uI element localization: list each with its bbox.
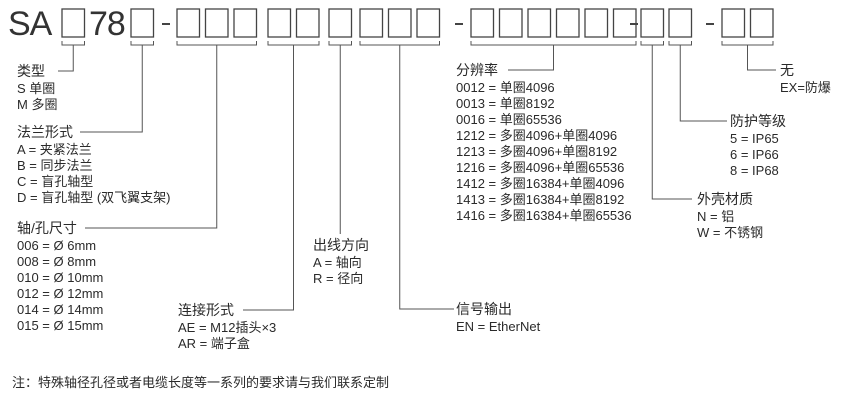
- flange-option: D = 盲孔轴型 (双飞翼支架): [17, 190, 171, 205]
- connection-title: 连接形式: [178, 302, 234, 318]
- shaft-option: 014 = Ø 14mm: [17, 302, 104, 317]
- explosion-title: 无: [780, 62, 794, 78]
- protection-option: 8 = IP68: [730, 163, 779, 178]
- code-placeholder-box: [584, 8, 609, 38]
- explosion-group: 无 EX=防爆: [780, 61, 831, 96]
- code-placeholder-box: [359, 8, 384, 38]
- resolution-option: 1413 = 多圈16384+单圈8192: [456, 192, 625, 207]
- code-segment-bracket: [668, 41, 692, 46]
- code-placeholder-box: [555, 8, 580, 38]
- code-placeholder-box: [640, 8, 665, 38]
- protection-option: 6 = IP66: [730, 147, 779, 162]
- shaft-option: 012 = Ø 12mm: [17, 286, 104, 301]
- code-segment-bracket: [267, 41, 320, 46]
- leader-line: [679, 45, 727, 122]
- flange-group: 法兰形式 A = 夹紧法兰 B = 同步法兰 C = 盲孔轴型 D = 盲孔轴型…: [17, 123, 170, 206]
- protection-option: 5 = IP65: [730, 131, 779, 146]
- code-segment-bracket: [130, 41, 154, 46]
- leader-line: [508, 45, 554, 71]
- connection-option: AE = M12插头×3: [178, 320, 277, 335]
- protection-title: 防护等级: [730, 113, 786, 129]
- code-placeholder-box: [61, 8, 86, 38]
- leader-line: [58, 45, 74, 72]
- code-prefix: SA: [8, 5, 52, 43]
- code-placeholder-box: [130, 8, 155, 38]
- type-group: 类型 S 单圈 M 多圈: [17, 62, 57, 113]
- resolution-option: 1213 = 多圈4096+单圈8192: [456, 144, 618, 159]
- code-placeholder-box: [721, 8, 746, 38]
- resolution-option: 0012 = 单圈4096: [456, 80, 555, 95]
- signal-title: 信号输出: [456, 301, 512, 317]
- outlet-group: 出线方向 A = 轴向 R = 径向: [313, 236, 369, 287]
- code-segment-bracket: [61, 41, 85, 46]
- flange-title: 法兰形式: [17, 124, 73, 140]
- leader-line: [243, 45, 294, 311]
- leader-line: [399, 45, 454, 310]
- housing-title: 外壳材质: [697, 191, 753, 207]
- leader-line: [85, 45, 218, 229]
- code-segment-bracket: [328, 41, 352, 46]
- code-segment-bracket: [176, 41, 257, 46]
- code-placeholder-box: [527, 8, 552, 38]
- code-placeholder-box: [416, 8, 441, 38]
- code-placeholder-box: [749, 8, 774, 38]
- resolution-option: 1416 = 多圈16384+单圈65536: [456, 208, 632, 223]
- resolution-option: 1216 = 多圈4096+单圈65536: [456, 160, 625, 175]
- shaft-option: 010 = Ø 10mm: [17, 270, 104, 285]
- resolution-option: 0016 = 单圈65536: [456, 112, 562, 127]
- outlet-title: 出线方向: [313, 237, 369, 253]
- type-option: S 单圈: [17, 81, 56, 96]
- housing-option: N = 铝: [697, 209, 735, 224]
- type-option: M 多圈: [17, 97, 58, 112]
- code-placeholder-box: [176, 8, 201, 38]
- code-placeholder-box: [295, 8, 320, 38]
- housing-option: W = 不锈钢: [697, 225, 764, 240]
- leader-line: [80, 45, 143, 133]
- shaft-option: 015 = Ø 15mm: [17, 318, 104, 333]
- shaft-group: 轴/孔尺寸 006 = Ø 6mm 008 = Ø 8mm 010 = Ø 10…: [17, 219, 103, 334]
- shaft-option: 008 = Ø 8mm: [17, 254, 97, 269]
- shaft-option: 006 = Ø 6mm: [17, 238, 97, 253]
- code-placeholder-box: [233, 8, 258, 38]
- signal-group: 信号输出 EN = EtherNet: [456, 300, 540, 335]
- signal-option: EN = EtherNet: [456, 319, 541, 334]
- resolution-option: 1212 = 多圈4096+单圈4096: [456, 128, 618, 143]
- housing-group: 外壳材质 N = 铝 W = 不锈钢: [697, 190, 763, 241]
- outlet-option: R = 径向: [313, 271, 364, 286]
- shaft-title: 轴/孔尺寸: [17, 220, 77, 236]
- code-placeholder-box: [387, 8, 412, 38]
- flange-option: A = 夹紧法兰: [17, 142, 92, 157]
- flange-option: C = 盲孔轴型: [17, 174, 94, 189]
- code-segment-bracket: [359, 41, 440, 46]
- flange-option: B = 同步法兰: [17, 158, 93, 173]
- code-segment-bracket: [721, 41, 774, 46]
- code-placeholder-box: [328, 8, 353, 38]
- leader-line: [651, 45, 692, 200]
- explosion-option: EX=防爆: [780, 80, 831, 95]
- type-title: 类型: [17, 63, 45, 79]
- code-model: 78: [89, 5, 126, 43]
- code-placeholder-box: [498, 8, 523, 38]
- code-placeholder-box: [668, 8, 693, 38]
- resolution-group: 分辨率 0012 = 单圈4096 0013 = 单圈8192 0016 = 单…: [456, 61, 632, 224]
- code-placeholder-box: [204, 8, 229, 38]
- protection-group: 防护等级 5 = IP65 6 = IP66 8 = IP68: [730, 112, 786, 179]
- connection-option: AR = 端子盒: [178, 336, 250, 351]
- code-segment-bracket: [470, 41, 637, 46]
- footnote: 注：特殊轴径孔径或者电缆长度等一系列的要求请与我们联系定制: [12, 375, 390, 390]
- code-placeholder-box: [470, 8, 495, 38]
- resolution-option: 0013 = 单圈8192: [456, 96, 555, 111]
- resolution-title: 分辨率: [456, 62, 498, 78]
- leader-line: [747, 45, 776, 71]
- resolution-option: 1412 = 多圈16384+单圈4096: [456, 176, 625, 191]
- outlet-option: A = 轴向: [313, 255, 362, 270]
- code-segment-bracket: [640, 41, 664, 46]
- code-placeholder-box: [267, 8, 292, 38]
- connection-group: 连接形式 AE = M12插头×3 AR = 端子盒: [178, 301, 276, 352]
